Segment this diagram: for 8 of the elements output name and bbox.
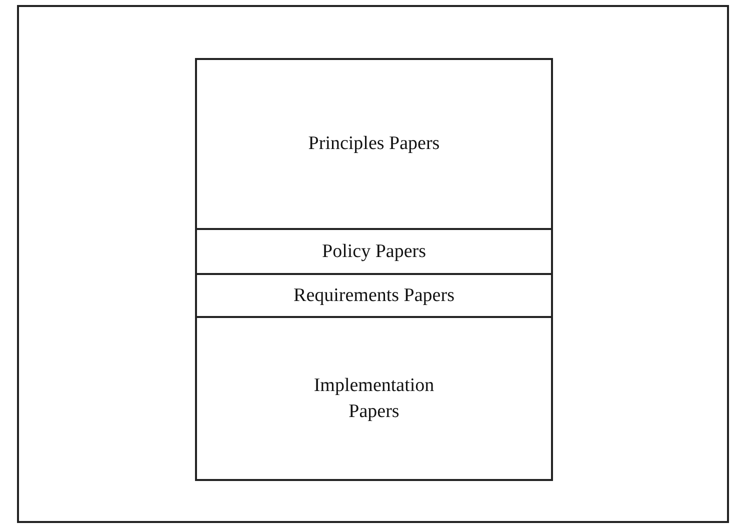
layer-label: Implementation Papers [312, 374, 436, 424]
layer-label: Principles Papers [308, 132, 440, 156]
layer-box [195, 316, 553, 481]
layer-label: Policy Papers [322, 240, 426, 264]
layer-box [195, 58, 553, 230]
layer-box [195, 228, 553, 275]
layer-box [195, 273, 553, 318]
layer-label: Requirements Papers [294, 284, 454, 308]
